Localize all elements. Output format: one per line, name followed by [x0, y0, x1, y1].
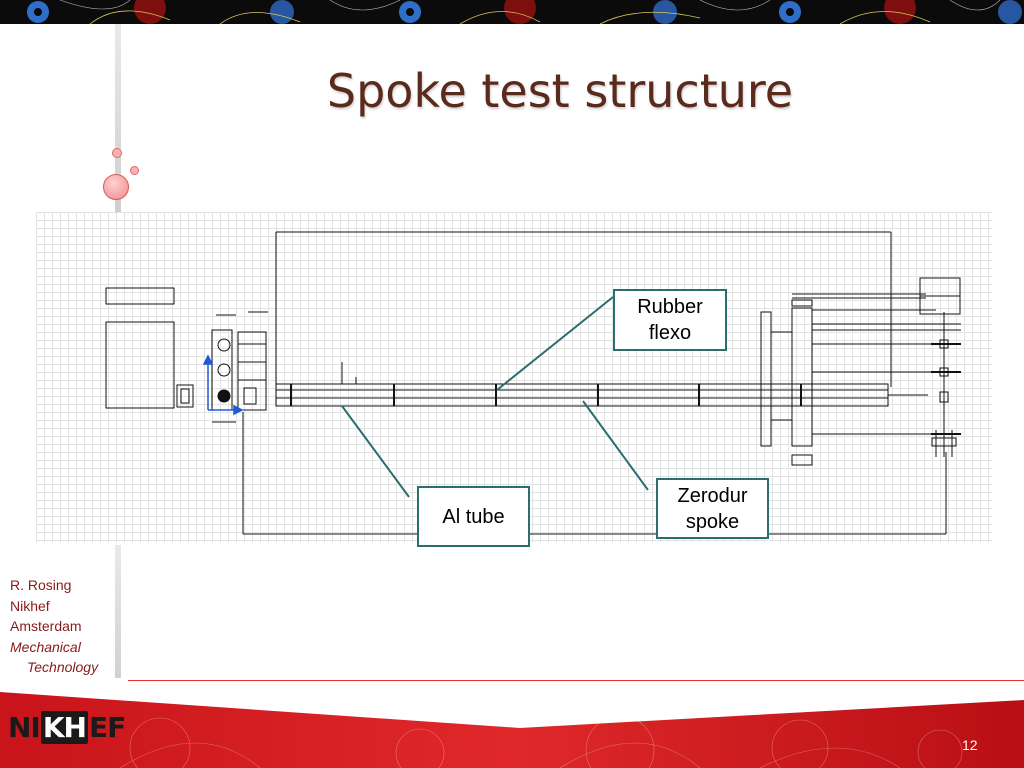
author-org: Nikhef — [10, 597, 50, 614]
callout-text: flexo — [648, 322, 692, 344]
decorative-bubble-large — [103, 174, 129, 200]
decorative-bubble-small — [112, 148, 122, 158]
author-name: R. Rosing — [10, 577, 72, 593]
left-vertical-bar-bottom — [115, 545, 121, 690]
detector-event-images — [27, 0, 1022, 24]
banner-art — [0, 0, 1024, 24]
callout-al-tube: Al tube — [417, 486, 530, 547]
author-city: Amsterdam — [10, 618, 82, 634]
author-dept-line1: Mechanical — [10, 638, 81, 655]
page-number: 12 — [962, 737, 978, 753]
bottom-red-banner — [0, 678, 1024, 768]
logo-text: NI — [8, 710, 41, 744]
callout-text: spoke — [685, 510, 740, 533]
callout-text: Zerodur — [677, 484, 748, 507]
callout-text: Rubber — [637, 296, 703, 318]
callout-text: Al tube — [442, 505, 505, 528]
slide-title: Spoke test structure — [326, 64, 794, 118]
footer-divider — [128, 680, 1024, 681]
top-decorative-banner — [0, 0, 1024, 24]
technical-drawing — [36, 212, 992, 542]
decorative-bubble-small — [130, 166, 139, 175]
author-dept-line2: Technology — [27, 659, 99, 675]
logo-text: EF — [89, 710, 126, 744]
author-block: R. Rosing Nikhef Amsterdam Mechanical Te… — [10, 575, 98, 678]
banner-art — [0, 678, 1024, 768]
callout-zerodur-spoke: Zerodur spoke — [656, 478, 769, 539]
callout-rubber-flexo: Rubber flexo — [613, 289, 727, 351]
left-vertical-bar-top — [115, 24, 121, 212]
logo-text: KH — [40, 710, 88, 744]
